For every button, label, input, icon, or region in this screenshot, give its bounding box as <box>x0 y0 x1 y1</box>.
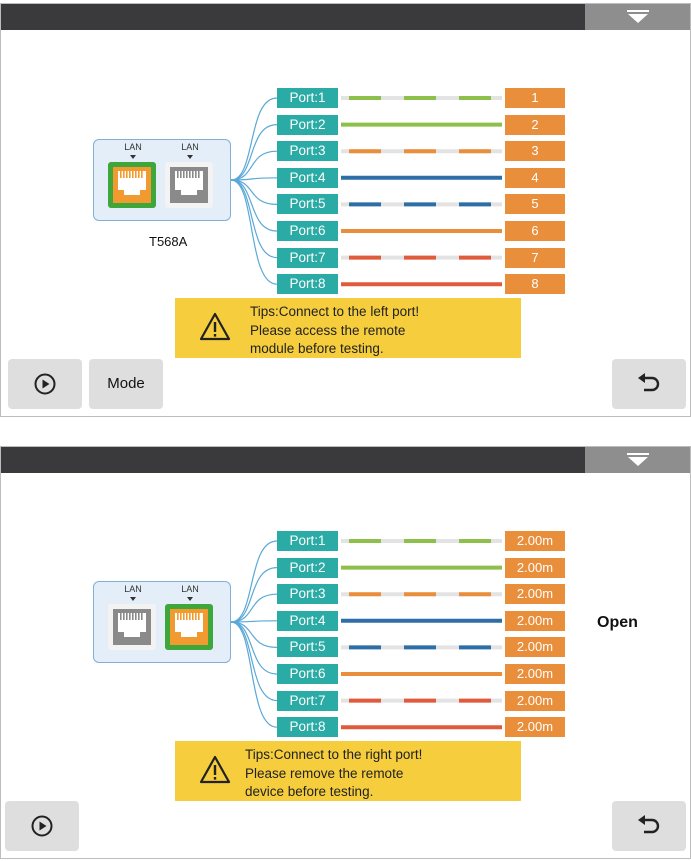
port-label-1: Port:1 <box>277 88 338 108</box>
fan-line-5 <box>230 179 278 205</box>
tips-text: Tips:Connect to the left port! Please ac… <box>250 303 419 359</box>
tips-line-3: module before testing. <box>250 341 384 356</box>
top-bar <box>1 4 690 30</box>
port-label-8: Port:8 <box>277 717 338 738</box>
port-label-7: Port:7 <box>277 247 338 268</box>
play-icon <box>31 815 53 837</box>
result-box-6: 2.00m <box>505 664 565 684</box>
lan-label-right: LAN <box>181 584 199 594</box>
fan-line-5 <box>230 621 278 648</box>
mode-button[interactable]: Mode <box>89 359 163 409</box>
fan-line-6 <box>230 621 278 675</box>
wiring-standard-label: T568A <box>149 234 188 249</box>
port-label-5: Port:5 <box>277 637 338 658</box>
result-box-5: 5 <box>505 194 565 215</box>
warning-icon <box>199 755 231 784</box>
ethernet-port-icon-left[interactable] <box>108 604 156 650</box>
lan-arrow-left <box>130 155 136 159</box>
tips-banner: Tips:Connect to the right port! Please r… <box>175 741 521 801</box>
back-button[interactable] <box>612 801 686 851</box>
port-label-4: Port:4 <box>277 167 338 188</box>
result-box-7: 2.00m <box>505 690 565 711</box>
tips-line-2: Please access the remote <box>250 322 406 338</box>
lan-arrow-left <box>130 597 136 601</box>
lan-port-group: LAN LAN <box>93 581 231 663</box>
result-box-3: 2.00m <box>505 584 565 605</box>
result-box-8: 2.00m <box>505 717 565 738</box>
back-arrow-icon <box>638 373 660 392</box>
fan-line-8 <box>230 621 278 728</box>
back-button[interactable] <box>612 359 686 409</box>
start-test-button[interactable] <box>8 359 82 409</box>
warning-icon <box>199 312 231 341</box>
menu-dropdown-button[interactable] <box>585 4 690 30</box>
lan-arrow-right <box>187 597 193 601</box>
wire-map <box>230 96 502 287</box>
port-label-2: Port:2 <box>277 557 338 578</box>
fan-line-1 <box>230 540 278 623</box>
port-label-6: Port:6 <box>277 664 338 684</box>
port-label-5: Port:5 <box>277 194 338 215</box>
start-test-button[interactable] <box>5 801 79 851</box>
result-box-5: 2.00m <box>505 637 565 658</box>
fan-line-1 <box>230 97 278 181</box>
port-label-3: Port:3 <box>277 584 338 605</box>
ethernet-port-icon-right[interactable] <box>165 604 213 650</box>
tips-line-2: Please remove the remote <box>245 765 404 781</box>
port-label-7: Port:7 <box>277 690 338 711</box>
tips-line-3: device before testing. <box>245 784 374 799</box>
back-arrow-icon <box>638 815 660 834</box>
play-icon <box>34 373 56 395</box>
top-bar <box>1 447 690 473</box>
tips-line-1: Tips:Connect to the left port! <box>250 304 420 319</box>
tips-line-1: Tips:Connect to the right port! <box>245 747 423 762</box>
fan-line-2 <box>230 567 278 623</box>
status-text: Open <box>597 614 638 631</box>
port-label-4: Port:4 <box>277 610 338 631</box>
chevron-down-icon <box>627 453 649 466</box>
wire-map <box>230 539 502 730</box>
chevron-down-icon <box>627 10 649 23</box>
fan-line-3 <box>230 150 278 181</box>
lan-label-left: LAN <box>124 584 142 594</box>
tips-text: Tips:Connect to the right port! Please r… <box>245 746 422 802</box>
port-label-6: Port:6 <box>277 221 338 241</box>
result-box-1: 1 <box>505 88 565 108</box>
port-label-1: Port:1 <box>277 531 338 551</box>
mode-button-label: Mode <box>107 375 145 392</box>
fan-line-7 <box>230 179 278 259</box>
lan-label-left: LAN <box>124 142 142 152</box>
fan-line-6 <box>230 179 278 232</box>
result-box-3: 3 <box>505 141 565 162</box>
lan-port-group: LAN LAN <box>93 139 231 221</box>
lan-arrow-right <box>187 155 193 159</box>
result-box-8: 8 <box>505 274 565 295</box>
tips-banner: Tips:Connect to the left port! Please ac… <box>175 298 521 358</box>
fan-line-4 <box>230 620 278 623</box>
port-label-8: Port:8 <box>277 274 338 295</box>
result-box-6: 6 <box>505 221 565 241</box>
ethernet-port-icon-right[interactable] <box>165 162 213 208</box>
result-box-2: 2 <box>505 114 565 135</box>
ethernet-port-icon-left[interactable] <box>108 162 156 208</box>
fan-line-2 <box>230 124 278 181</box>
fan-line-7 <box>230 621 278 702</box>
fan-line-3 <box>230 593 278 623</box>
port-label-3: Port:3 <box>277 141 338 162</box>
fan-line-4 <box>230 177 278 181</box>
result-box-1: 2.00m <box>505 531 565 551</box>
result-box-7: 7 <box>505 247 565 268</box>
fan-line-8 <box>230 179 278 285</box>
result-box-4: 2.00m <box>505 610 565 631</box>
lan-label-right: LAN <box>181 142 199 152</box>
menu-dropdown-button[interactable] <box>585 447 690 473</box>
port-label-2: Port:2 <box>277 114 338 135</box>
result-box-2: 2.00m <box>505 557 565 578</box>
result-box-4: 4 <box>505 167 565 188</box>
